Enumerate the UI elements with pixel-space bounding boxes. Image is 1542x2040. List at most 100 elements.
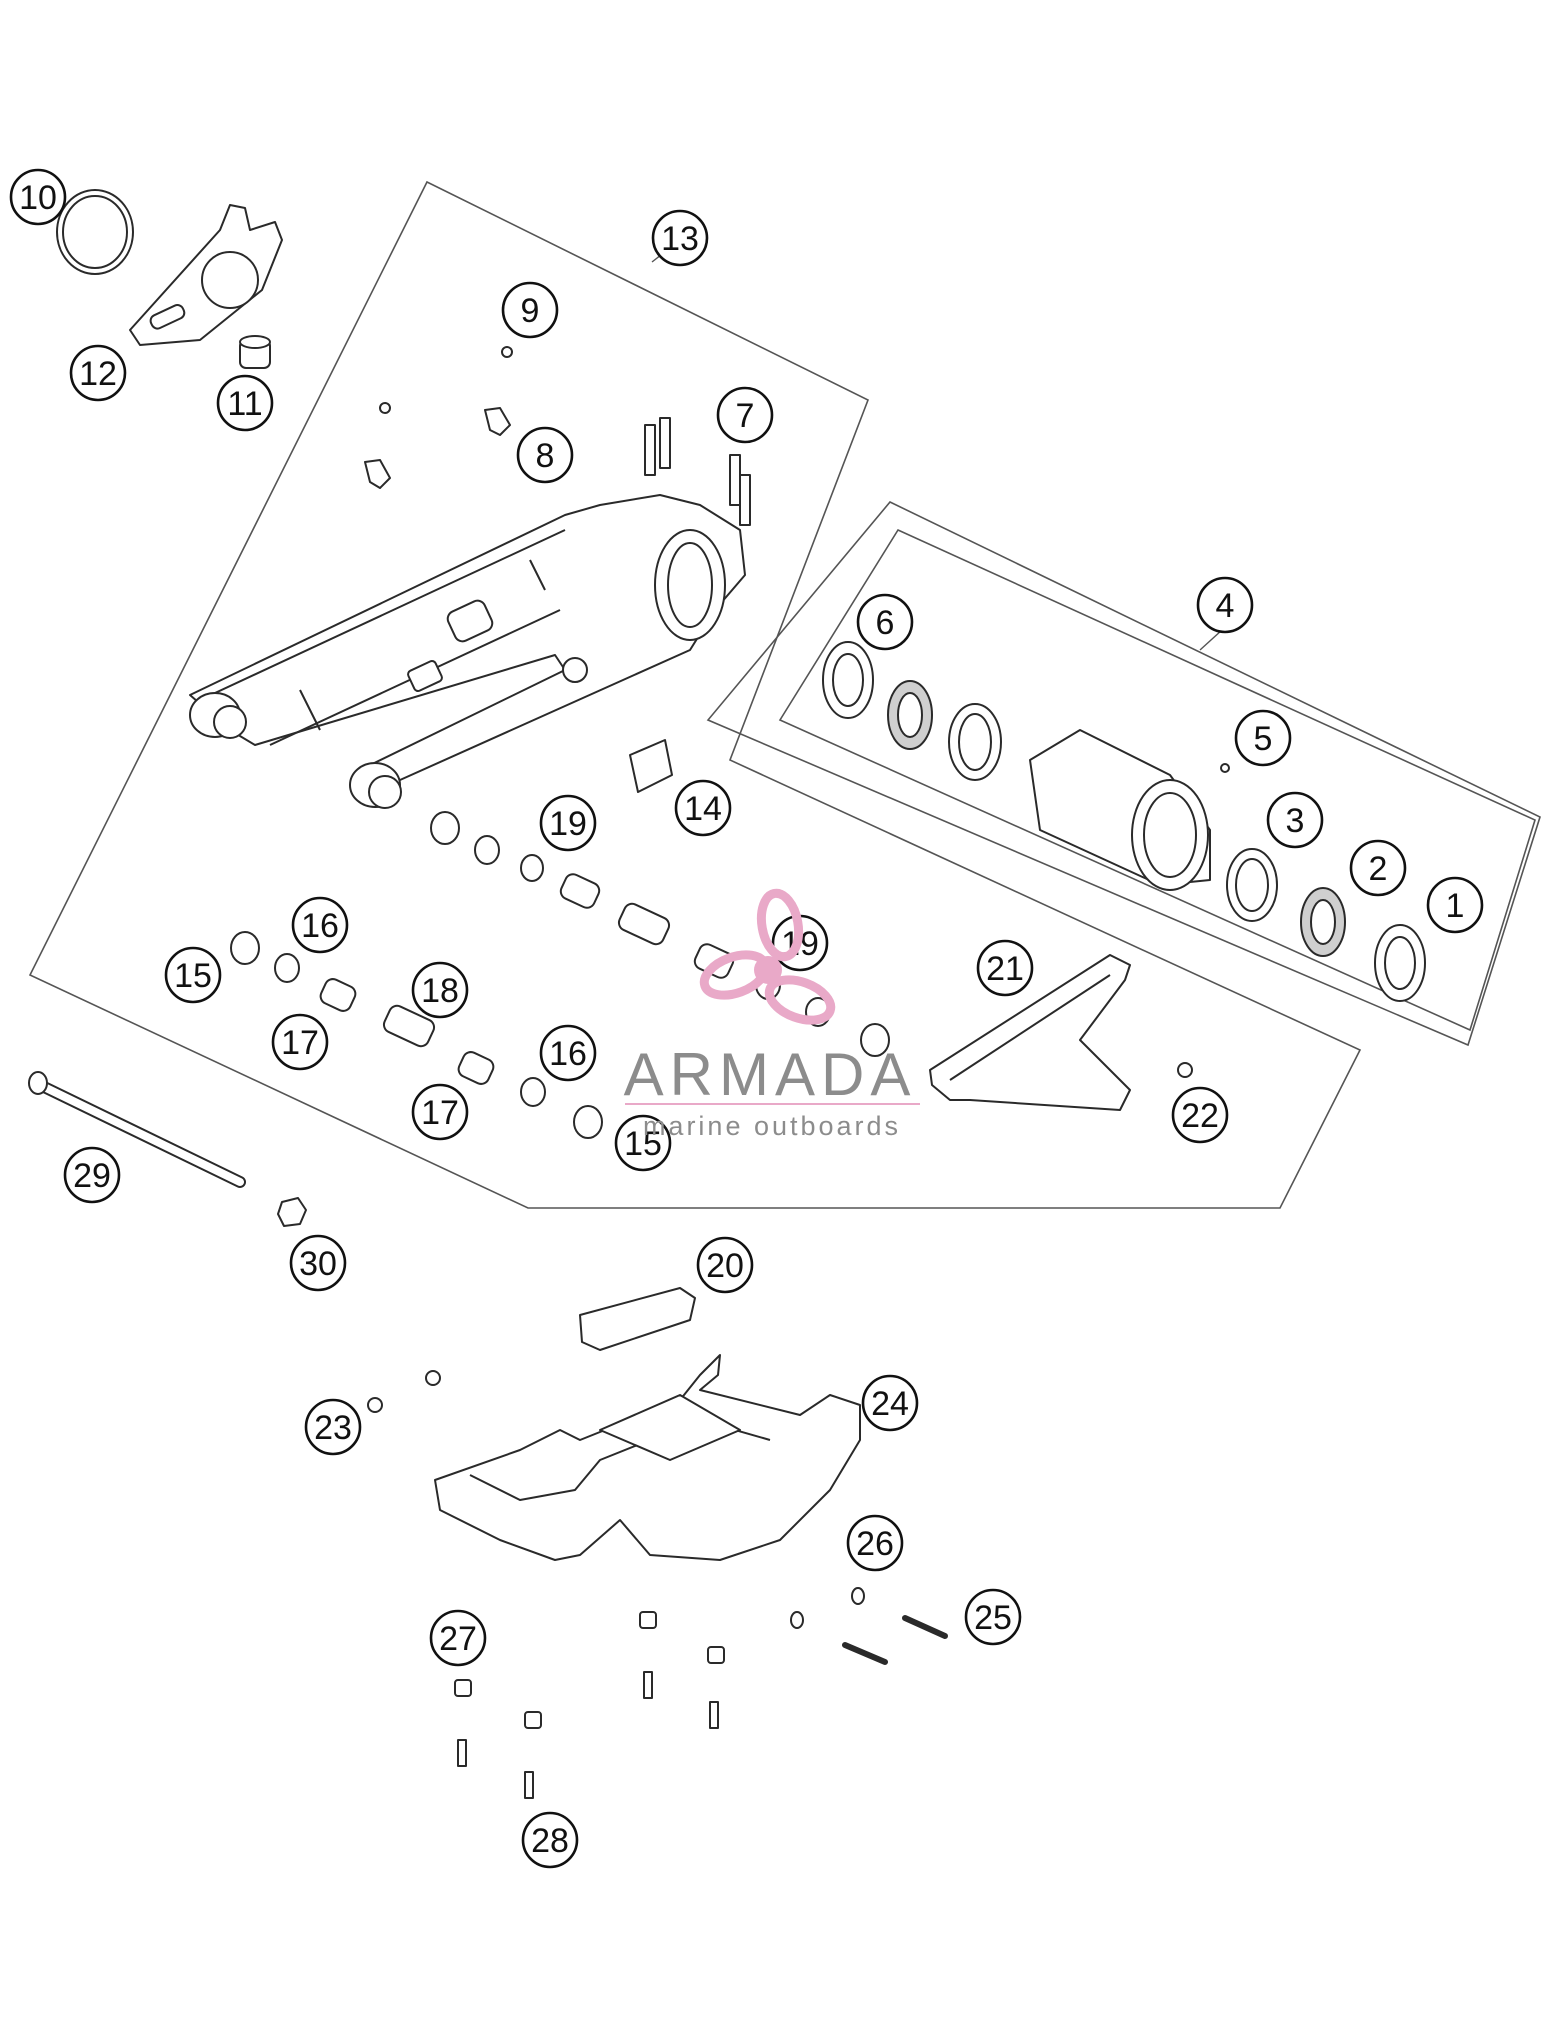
callout-circle: [964, 1588, 1022, 1646]
circlip-part: [56, 189, 134, 275]
pad-part-20: [579, 1287, 696, 1351]
callout-circle: [856, 593, 914, 651]
swingarm-part: [189, 494, 746, 809]
callout-circle: [9, 168, 67, 226]
callout-label: 18: [421, 972, 459, 1010]
callout-11: 11: [216, 374, 274, 432]
callout-12: 12: [69, 344, 127, 402]
callout-label: 23: [314, 1409, 352, 1447]
callout-28: 28: [521, 1811, 579, 1869]
skid-plate-part-24: [434, 1354, 861, 1561]
callout-3: 3: [1266, 791, 1324, 849]
callout-18: 18: [411, 961, 469, 1019]
callout-circle: [539, 794, 597, 852]
callout-15a: 15: [164, 946, 222, 1004]
callout-label: 13: [661, 220, 699, 258]
hardware-parts-25-28: [454, 1587, 948, 1799]
callout-label: 27: [439, 1620, 477, 1658]
callout-label: 7: [736, 397, 755, 435]
bolts-part-7: [644, 417, 751, 526]
callout-17b: 17: [411, 1083, 469, 1141]
callout-label: 17: [281, 1024, 319, 1062]
brake-plate-part: [129, 204, 283, 346]
callout-25: 25: [964, 1588, 1022, 1646]
callout-1: 1: [1426, 876, 1484, 934]
callout-circle: [1171, 1086, 1229, 1144]
callout-label: 26: [856, 1525, 894, 1563]
callout-circle: [63, 1146, 121, 1204]
callout-label: 3: [1286, 802, 1305, 840]
callout-5: 5: [1234, 709, 1292, 767]
callout-circle: [271, 1013, 329, 1071]
callout-16a: 16: [291, 896, 349, 954]
callout-15b: 15: [614, 1114, 672, 1172]
callout-label: 11: [227, 385, 262, 423]
callout-label: 12: [79, 355, 117, 393]
callout-circle: [696, 1236, 754, 1294]
callout-27: 27: [429, 1609, 487, 1667]
callout-label: 2: [1369, 850, 1388, 888]
callout-circle: [674, 779, 732, 837]
callout-label: 15: [624, 1125, 662, 1163]
callout-9: 9: [501, 281, 559, 339]
callout-label: 5: [1254, 720, 1273, 758]
callout-label: 16: [549, 1035, 587, 1073]
bushing-part-11: [239, 335, 271, 369]
callout-label: 25: [974, 1599, 1012, 1637]
callout-6: 6: [856, 593, 914, 651]
callout-label: 15: [174, 957, 212, 995]
callout-circle: [861, 1374, 919, 1432]
nut-part-30: [277, 1197, 307, 1227]
callout-19a: 19: [539, 794, 597, 852]
callout-label: 4: [1216, 587, 1235, 625]
propeller-logo-icon: [699, 888, 836, 1025]
chain-slider-part-21: [929, 954, 1131, 1111]
callout-17a: 17: [271, 1013, 329, 1071]
callout-label: 21: [986, 950, 1024, 988]
callout-14: 14: [674, 779, 732, 837]
callout-20: 20: [696, 1236, 754, 1294]
callout-circle: [429, 1609, 487, 1667]
callout-circle: [516, 426, 574, 484]
callout-circle: [716, 386, 774, 444]
callout-13: 13: [651, 209, 709, 267]
watermark-brand: ARMADA: [624, 1041, 917, 1108]
callout-label: 9: [521, 292, 540, 330]
callout-circle: [521, 1811, 579, 1869]
callout-21: 21: [976, 939, 1034, 997]
callout-label: 10: [19, 179, 57, 217]
callout-label: 1: [1446, 887, 1465, 925]
callout-circle: [69, 344, 127, 402]
callout-8: 8: [516, 426, 574, 484]
callout-4: 4: [1196, 576, 1254, 634]
callout-label: 6: [876, 604, 895, 642]
callout-circle: [411, 961, 469, 1019]
callout-label: 20: [706, 1247, 744, 1285]
callout-label: 28: [531, 1822, 569, 1860]
clamp-part-8: [364, 407, 511, 489]
callout-label: 19: [549, 805, 587, 843]
callout-label: 16: [301, 907, 339, 945]
nuts-part-23: [367, 1370, 441, 1413]
callout-layer: 1234567891011121314151516161717181919202…: [9, 168, 1484, 1869]
screw-part-9: [379, 346, 513, 414]
callout-circle: [501, 281, 559, 339]
callout-label: 30: [299, 1245, 337, 1283]
callout-circle: [291, 896, 349, 954]
callout-circle: [614, 1114, 672, 1172]
callout-30: 30: [289, 1234, 347, 1292]
callout-circle: [289, 1234, 347, 1292]
callout-24: 24: [861, 1374, 919, 1432]
callout-circle: [539, 1024, 597, 1082]
sticker-part: [629, 739, 673, 793]
callout-label: 24: [871, 1385, 909, 1423]
callout-label: 22: [1181, 1097, 1219, 1135]
callout-circle: [411, 1083, 469, 1141]
callout-circle: [216, 374, 274, 432]
callout-circle: [1266, 791, 1324, 849]
callout-22: 22: [1171, 1086, 1229, 1144]
screw-part-22: [1177, 1062, 1193, 1078]
callout-circle: [651, 209, 709, 267]
group-inner-4: [778, 528, 1536, 1032]
